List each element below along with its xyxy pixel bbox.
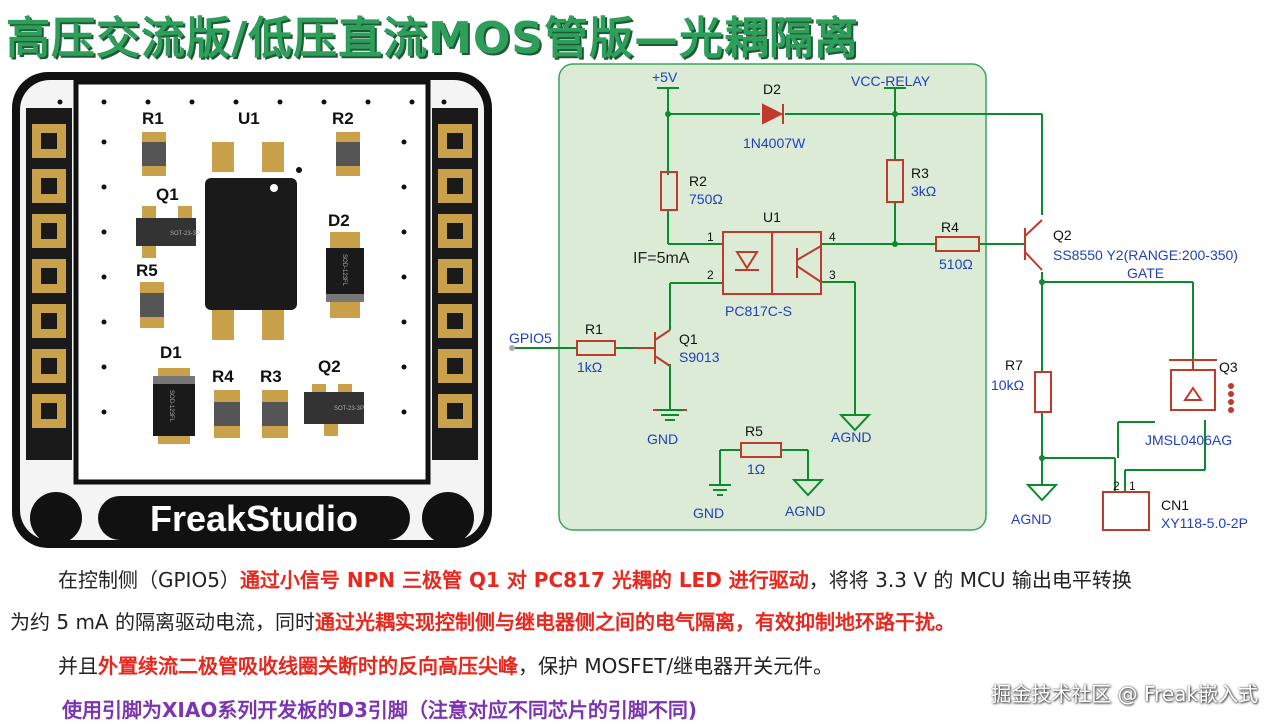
sch-r4-ref: R4: [941, 219, 959, 235]
sch-gate: GATE: [1127, 265, 1164, 281]
paragraph-3: 并且外置续流二极管吸收线圈关断时的反向高压尖峰，保护 MOSFET/继电器开关元…: [58, 650, 1258, 682]
pcb-label-r3: R3: [260, 367, 282, 386]
sch-q3-ref: Q3: [1219, 359, 1238, 375]
p2-highlight: 通过光耦实现控制侧与继电器侧之间的电气隔离，有效抑制地环路干扰。: [314, 610, 955, 634]
sch-r3-val: 3kΩ: [911, 183, 936, 199]
sch-u1-part: PC817C-S: [725, 303, 792, 319]
sch-cn1-part: XY118-5.0-2P: [1161, 515, 1248, 531]
p3-highlight: 外置续流二极管吸收线圈关断时的反向高压尖峰: [98, 654, 518, 678]
sch-r5-val: 1Ω: [747, 461, 765, 477]
pcb-q1-marking: SOT-23-3P: [170, 231, 200, 237]
pcb-label-d2: D2: [328, 211, 350, 230]
pcb-d2-marking: SOD-123FL: [341, 254, 347, 287]
pcb-label-r5: R5: [136, 261, 158, 280]
p3-text-c: ，保护 MOSFET/继电器开关元件。: [518, 654, 834, 678]
left-header-pins: [32, 124, 66, 428]
paragraph-2: 为约 5 mA 的隔离驱动电流，同时通过光耦实现控制侧与继电器侧之间的电气隔离，…: [10, 606, 1275, 638]
sch-pin4: 4: [829, 230, 836, 244]
pcb-label-r2: R2: [332, 109, 354, 128]
p3-text-a: 并且: [58, 654, 98, 678]
sch-vcc-relay: VCC-RELAY: [851, 73, 931, 89]
pcb-label-q1: Q1: [156, 185, 179, 204]
p1-text-c: ，将将 3.3 V 的 MCU 输出电平转换: [808, 568, 1132, 592]
right-header-pins: [438, 124, 472, 428]
sch-q2-ref: Q2: [1053, 227, 1072, 243]
pcb-board-image: R1 U1 R2 SOT-23-3P Q1 SOD-123FL D2 R5 SO…: [12, 72, 492, 548]
sch-agnd3: AGND: [1011, 511, 1051, 527]
paragraph-1: 在控制侧（GPIO5）通过小信号 NPN 三极管 Q1 对 PC817 光耦的 …: [10, 564, 1275, 596]
p1-text-a: 在控制侧（GPIO5）: [58, 568, 240, 592]
sch-cn-pin1: 1: [1129, 479, 1136, 493]
sch-r3-ref: R3: [911, 165, 929, 181]
sch-q2-part: SS8550 Y2(RANGE:200-350): [1053, 247, 1238, 263]
pcb-label-q2: Q2: [318, 357, 341, 376]
sch-r2-ref: R2: [689, 173, 707, 189]
sch-pin3: 3: [829, 268, 836, 282]
sch-q1-ref: Q1: [679, 331, 698, 347]
p2-text-a: 为约 5 mA 的隔离驱动电流，同时: [10, 610, 315, 634]
sch-r7-ref: R7: [1005, 357, 1023, 373]
sch-r7-val: 10kΩ: [991, 377, 1024, 393]
sch-u1-ref: U1: [763, 209, 781, 225]
sch-pin1: 1: [707, 230, 714, 244]
sch-pin2: 2: [707, 268, 714, 282]
schematic-diagram: +5V VCC-RELAY D2 1N4007W R2 750Ω R3 3kΩ …: [509, 63, 1248, 531]
sch-cn-pin2: 2: [1113, 479, 1120, 493]
pcb-label-r1: R1: [142, 109, 164, 128]
sch-r1-val: 1kΩ: [577, 359, 602, 375]
sch-v5: +5V: [652, 69, 678, 85]
pcb-label-r4: R4: [212, 367, 234, 386]
pcb-brand: FreakStudio: [150, 498, 358, 539]
sch-d2-ref: D2: [763, 81, 781, 97]
sch-if-note: IF=5mA: [633, 250, 690, 267]
sch-d2-part: 1N4007W: [743, 135, 806, 151]
sch-cn1-ref: CN1: [1161, 497, 1189, 513]
sch-agnd1: AGND: [831, 429, 871, 445]
sch-gpio: GPIO5: [509, 330, 552, 346]
sch-r4-val: 510Ω: [939, 256, 973, 272]
sch-agnd2: AGND: [785, 503, 825, 519]
p1-highlight: 通过小信号 NPN 三极管 Q1 对 PC817 光耦的 LED 进行驱动: [239, 568, 809, 592]
sch-q1-part: S9013: [679, 349, 720, 365]
sch-r5-ref: R5: [745, 423, 763, 439]
pcb-q2-marking: SOT-23-3P: [334, 406, 364, 412]
sch-gnd1: GND: [647, 431, 678, 447]
page-title: 高压交流版/低压直流MOS管版—光耦隔离: [6, 13, 859, 64]
pin-note: 使用引脚为XIAO系列开发板的D3引脚（注意对应不同芯片的引脚不同): [62, 698, 697, 722]
pcb-label-d1: D1: [160, 343, 182, 362]
sch-gnd2: GND: [693, 505, 724, 521]
watermark: 掘金技术社区 @ Freak嵌入式: [991, 682, 1258, 706]
pcb-d1-marking: SOD-123FL: [168, 390, 174, 423]
pcb-label-u1: U1: [238, 109, 260, 128]
sch-r1-ref: R1: [585, 321, 603, 337]
sch-q3-part: JMSL0406AG: [1145, 432, 1232, 448]
sch-r2-val: 750Ω: [689, 191, 723, 207]
